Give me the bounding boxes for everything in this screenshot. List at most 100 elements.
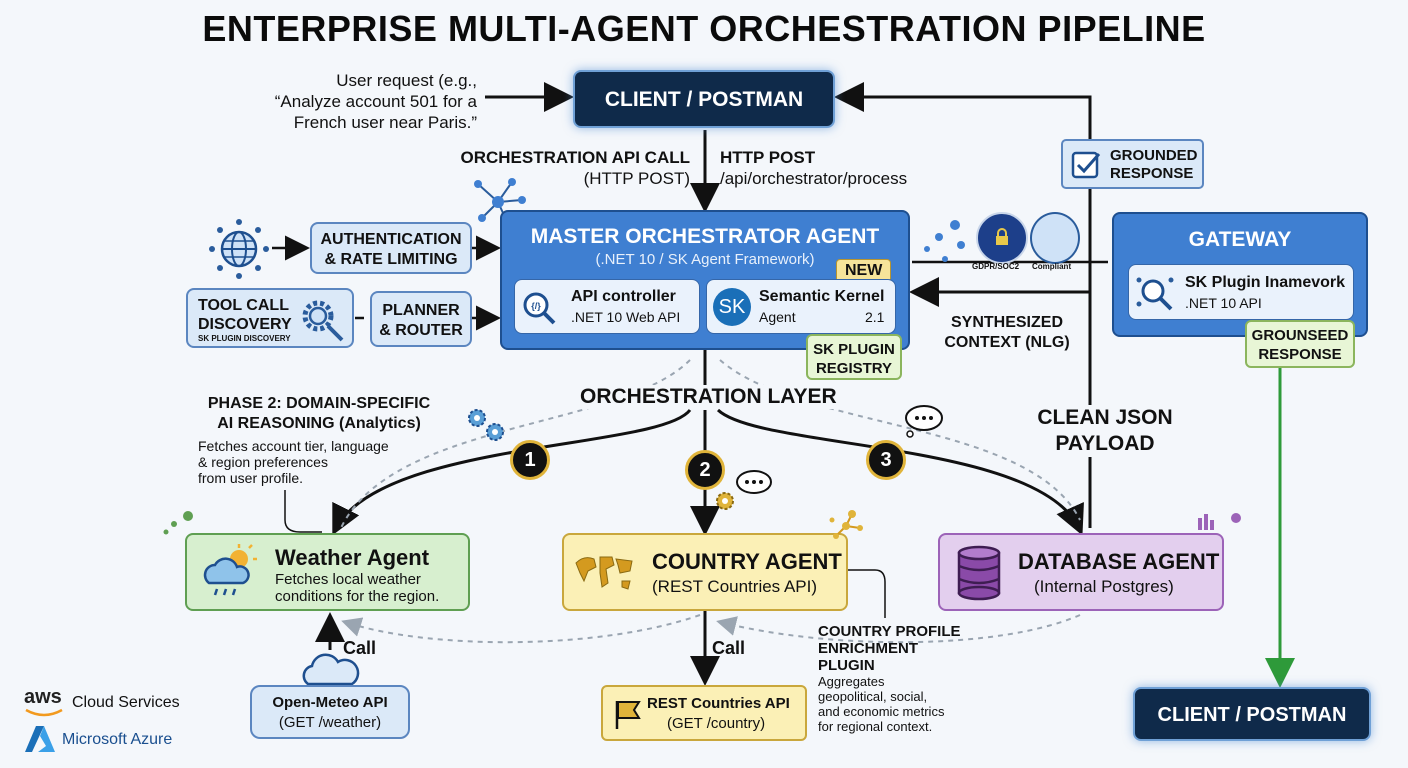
- decorative-bars: [1198, 513, 1241, 530]
- open-meteo-api[interactable]: Open-Meteo API (GET /weather): [250, 685, 410, 739]
- enrichment-title: PLUGIN: [818, 657, 875, 674]
- gateway-plugin-card: SK Plugin Inamevork .NET 10 API: [1128, 264, 1354, 320]
- azure-logo-icon: [25, 726, 55, 752]
- api-search-icon: {/}: [523, 292, 556, 325]
- master-orchestrator-agent[interactable]: MASTER ORCHESTRATOR AGENT (.NET 10 / SK …: [500, 210, 910, 350]
- country-agent[interactable]: COUNTRY AGENT (REST Countries API): [562, 533, 848, 611]
- user-request-note: User request (e.g., “Analyze account 501…: [255, 70, 477, 133]
- weather-desc: conditions for the region.: [275, 588, 440, 605]
- step-2-badge: 2: [685, 450, 725, 490]
- azure-label: Microsoft Azure: [62, 731, 173, 748]
- enrichment-desc: Aggregates: [818, 674, 885, 689]
- client-postman-top[interactable]: CLIENT / POSTMAN: [573, 70, 835, 128]
- gdpr-badge: [976, 212, 1028, 264]
- open-meteo-title: Open-Meteo API: [272, 694, 388, 711]
- client-postman-bottom[interactable]: CLIENT / POSTMAN: [1133, 687, 1371, 741]
- rest-countries-api[interactable]: REST Countries API (GET /country): [601, 685, 807, 741]
- grounseed-response: GROUNSEED RESPONSE: [1245, 320, 1355, 368]
- aws-label: Cloud Services: [72, 694, 180, 711]
- gateway-box[interactable]: GATEWAY SK Plugin Inamevork .NET 10 API: [1112, 212, 1368, 337]
- synthesized-context-label: SYNTHESIZED CONTEXT (NLG): [940, 313, 1074, 353]
- clean-json-line: CLEAN JSON: [1037, 406, 1173, 429]
- world-map-icon: [575, 556, 633, 590]
- weather-agent[interactable]: Weather Agent Fetches local weather cond…: [185, 533, 470, 611]
- planner-line: & ROUTER: [379, 322, 463, 339]
- auth-line: AUTHENTICATION: [320, 231, 462, 248]
- tool-call-discovery-box: TOOL CALL DISCOVERY SK PLUGIN DISCOVERY: [186, 288, 354, 348]
- cloud-icon: [302, 653, 360, 686]
- tool-call-text: TOOL CALL DISCOVERY SK PLUGIN DISCOVERY: [198, 296, 292, 344]
- registry-line: REGISTRY: [815, 360, 893, 377]
- fetches-line: & region preferences: [198, 454, 328, 470]
- registry-line: SK PLUGIN: [813, 341, 895, 358]
- auth-line: & RATE LIMITING: [324, 251, 458, 268]
- plugin-search-icon: [1136, 277, 1174, 311]
- step-1-badge: 1: [510, 440, 550, 480]
- database-icon: [957, 545, 1001, 601]
- clean-json-label: CLEAN JSON PAYLOAD: [1030, 405, 1180, 457]
- orchestration-layer-label: ORCHESTRATION LAYER: [576, 385, 841, 409]
- grounseed-line: GROUNSEED: [1251, 327, 1349, 344]
- step-3-badge: 3: [866, 440, 906, 480]
- call-label: Call: [712, 638, 746, 658]
- decorative-dots: [163, 511, 193, 535]
- weather-cloud-icon: [203, 544, 257, 596]
- api-call-line: (HTTP POST): [583, 169, 690, 188]
- enrichment-plugin-note: COUNTRY PROFILE ENRICHMENT PLUGIN Aggreg…: [818, 623, 961, 734]
- lock-icon: [996, 228, 1008, 245]
- gateway-title: GATEWAY: [1188, 228, 1292, 251]
- synth-line: SYNTHESIZED: [950, 314, 1063, 331]
- client-label: CLIENT / POSTMAN: [1157, 704, 1347, 726]
- gateway-plugin-sub: .NET 10 API: [1185, 295, 1262, 311]
- grounded-line: GROUNDED: [1110, 147, 1198, 164]
- fetches-line: from user profile.: [198, 470, 304, 486]
- user-request-line: User request (e.g.,: [336, 71, 477, 90]
- gateway-plugin-title: SK Plugin Inamevork: [1185, 274, 1346, 291]
- decorative-nodes: [829, 510, 863, 539]
- aws-smile-icon: [25, 708, 63, 717]
- decorative-dots: [924, 220, 965, 262]
- gear-icon: [716, 492, 734, 510]
- grounded-response-text: GROUNDED RESPONSE: [1110, 147, 1198, 183]
- tool-call-line: DISCOVERY: [198, 316, 292, 333]
- master-subtitle: (.NET 10 / SK Agent Framework): [595, 251, 815, 268]
- fetches-line: Fetches account tier, language: [198, 438, 389, 454]
- enrichment-desc: for regional context.: [818, 719, 933, 734]
- api-controller-sub: .NET 10 Web API: [571, 309, 681, 325]
- user-request-line: French user near Paris.”: [293, 113, 477, 132]
- master-title: MASTER ORCHESTRATOR AGENT: [530, 225, 880, 248]
- database-agent[interactable]: DATABASE AGENT (Internal Postgres): [938, 533, 1224, 611]
- tool-call-line: TOOL CALL: [198, 297, 289, 314]
- phase2-label: PHASE 2: DOMAIN-SPECIFIC AI REASONING (A…: [194, 394, 444, 434]
- fetches-note: Fetches account tier, language & region …: [198, 438, 389, 486]
- page-title: ENTERPRISE MULTI-AGENT ORCHESTRATION PIP…: [202, 8, 1206, 49]
- grounded-response-box: GROUNDED RESPONSE: [1061, 139, 1204, 189]
- weather-title: Weather Agent: [275, 545, 430, 570]
- http-post-line: HTTP POST: [720, 148, 816, 167]
- api-call-label: ORCHESTRATION API CALL (HTTP POST): [460, 147, 691, 189]
- http-post-label: HTTP POST /api/orchestrator/process: [720, 147, 907, 189]
- synth-line: CONTEXT (NLG): [944, 334, 1070, 351]
- svg-text:{/}: {/}: [531, 301, 541, 311]
- enrichment-title: ENRICHMENT: [818, 640, 918, 657]
- api-controller-title: API controller: [571, 288, 676, 305]
- sk-title: Semantic Kernel: [759, 288, 885, 305]
- soc2-badge: [1030, 212, 1080, 264]
- http-post-path: /api/orchestrator/process: [720, 169, 908, 188]
- api-controller-card: {/} API controller .NET 10 Web API: [514, 279, 700, 334]
- phase2-line: AI REASONING (Analytics): [217, 415, 421, 432]
- client-label: CLIENT / POSTMAN: [604, 88, 804, 111]
- country-sub: (REST Countries API): [652, 577, 818, 596]
- grounded-line: RESPONSE: [1110, 165, 1194, 182]
- enrichment-desc: and economic metrics: [818, 704, 945, 719]
- call-label: Call: [343, 638, 377, 658]
- rest-countries-title: REST Countries API: [647, 695, 790, 712]
- chat-bubble-icon: [905, 405, 943, 438]
- sk-logo-icon: SK: [713, 288, 751, 326]
- weather-desc: Fetches local weather: [275, 571, 421, 588]
- enrichment-title: COUNTRY PROFILE: [818, 623, 961, 640]
- tool-call-sub: SK PLUGIN DISCOVERY: [198, 334, 291, 343]
- semantic-kernel-card: SK Semantic Kernel Agent 2.1: [706, 279, 896, 334]
- gdpr-label: GDPR/SOC2: [972, 262, 1020, 271]
- country-title: COUNTRY AGENT: [652, 549, 842, 574]
